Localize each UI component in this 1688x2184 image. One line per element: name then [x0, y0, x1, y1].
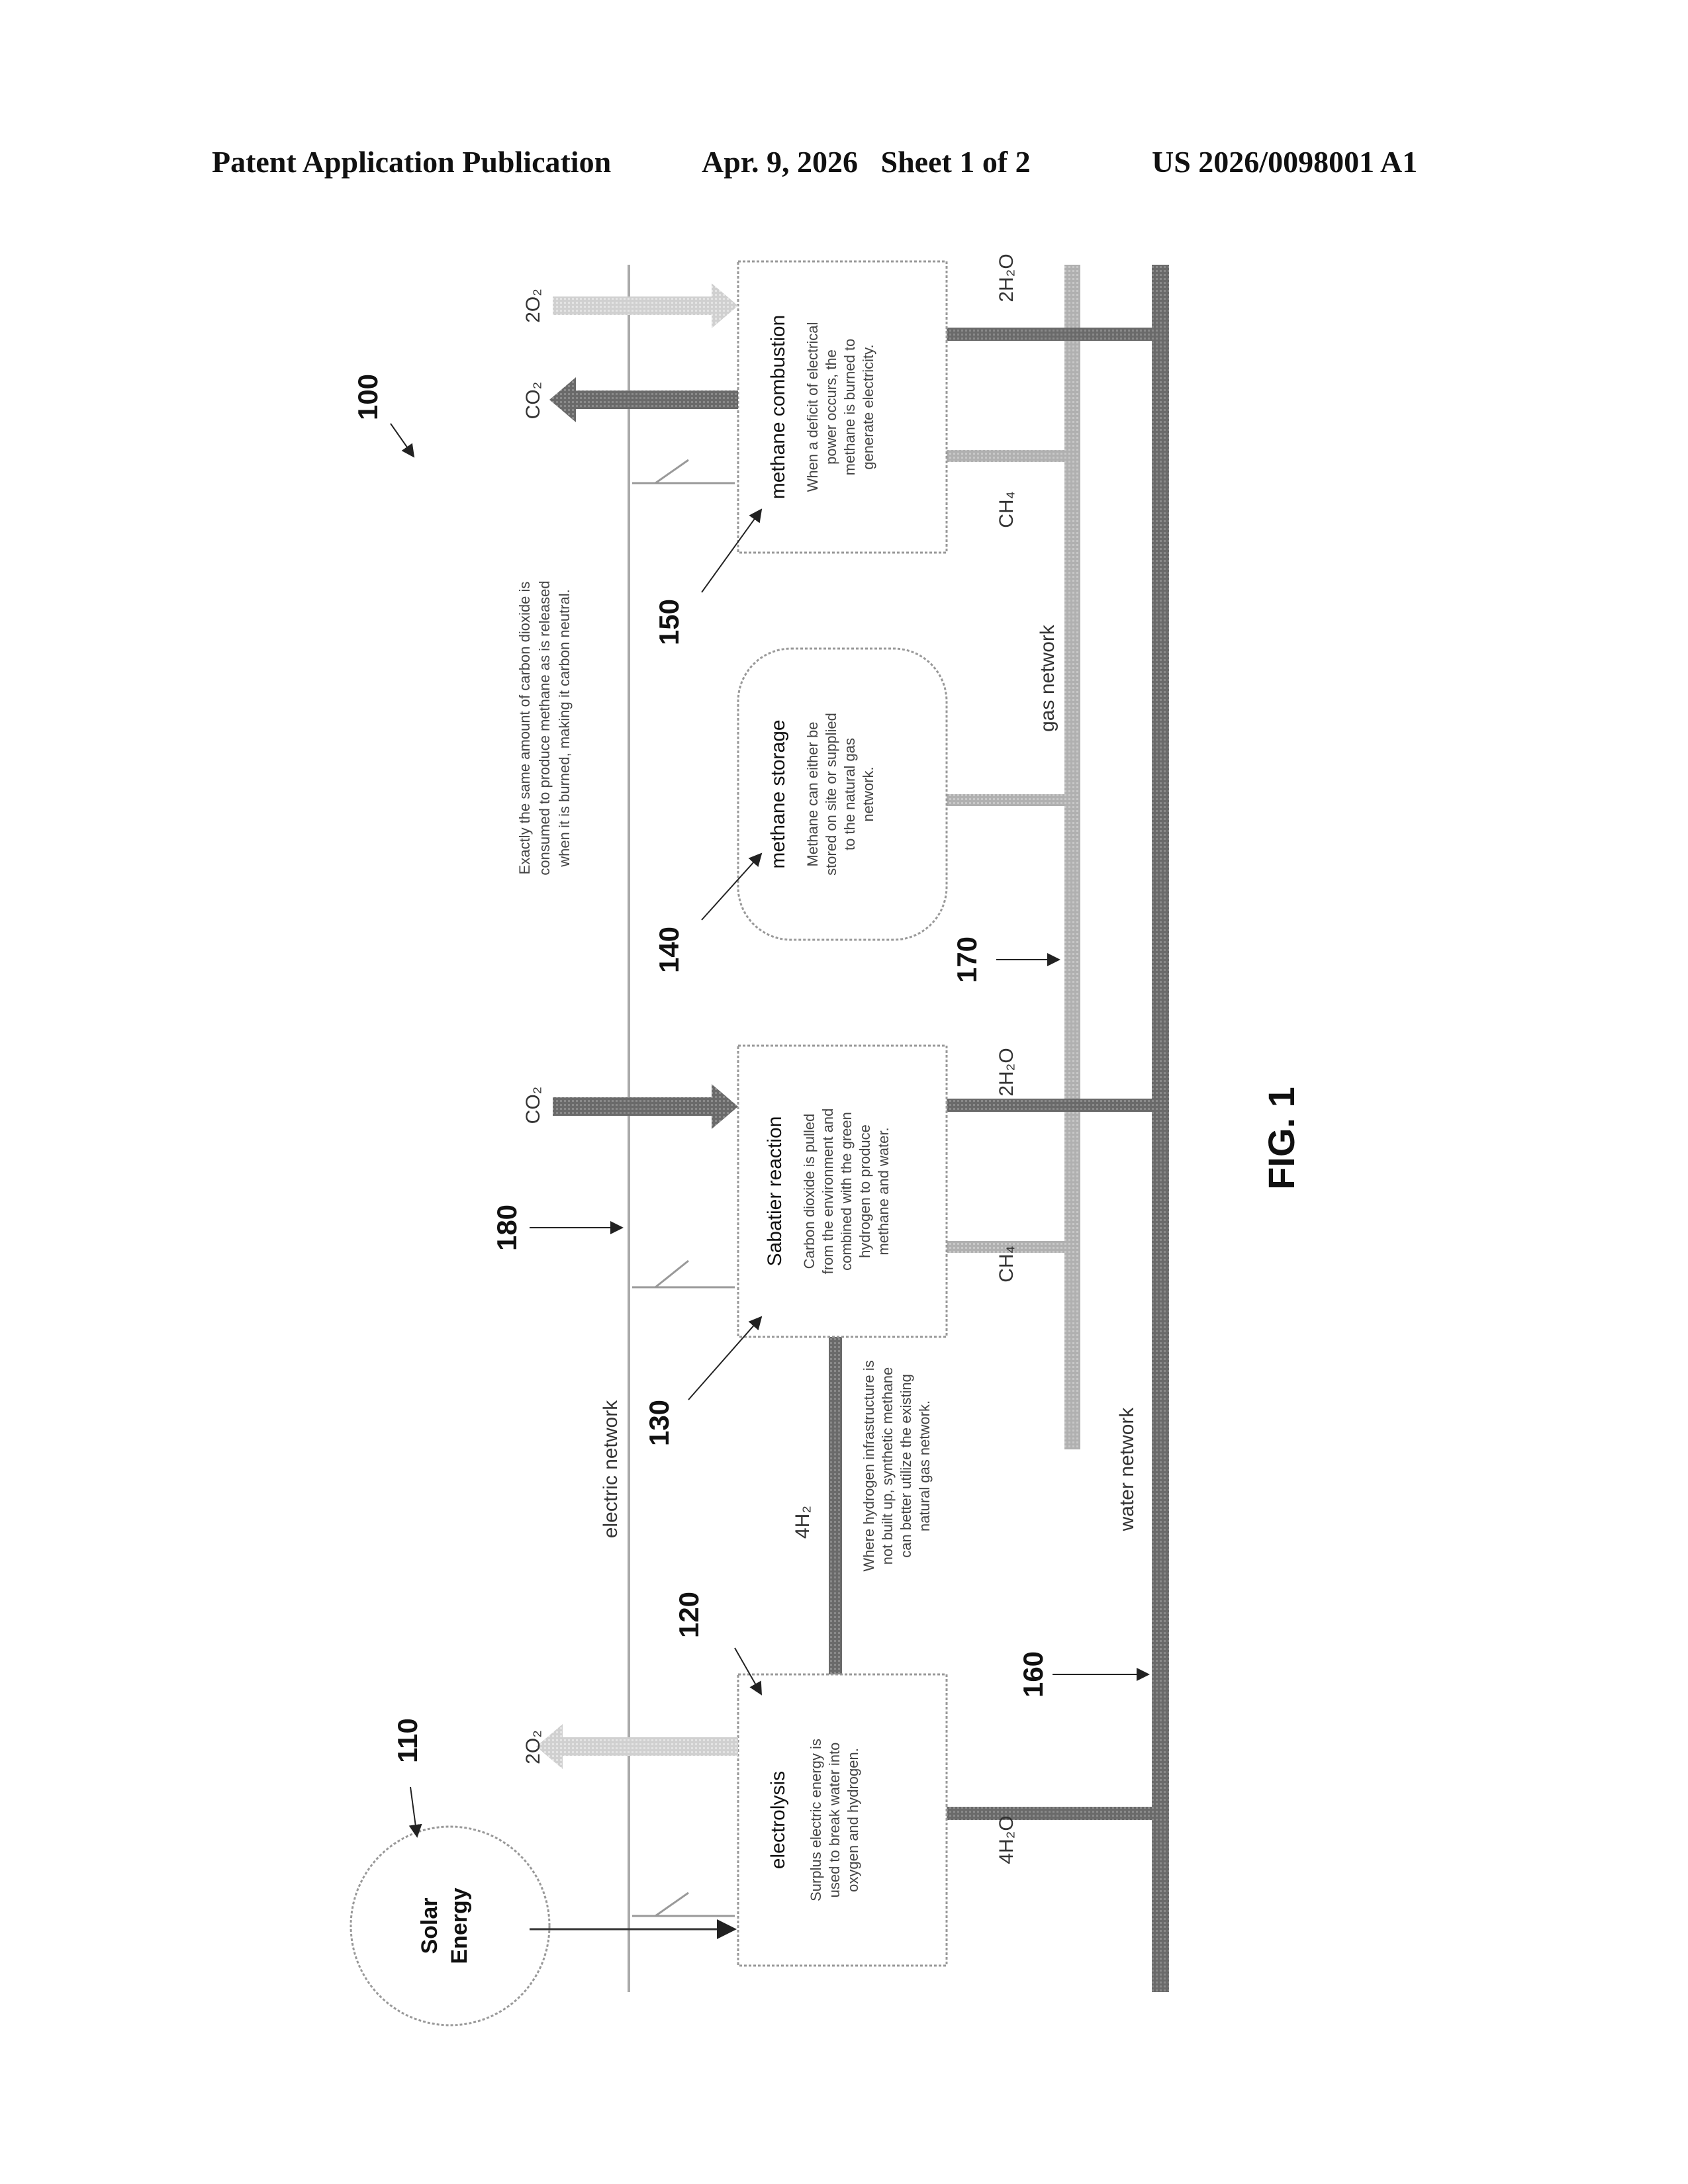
gas-network-line [1064, 265, 1080, 1449]
gas-branch-combustion [947, 450, 1066, 462]
electrolysis-desc-1: Surplus electric energy is [808, 1739, 824, 1901]
ref-120: 120 [673, 1592, 704, 1638]
figure-caption: FIG. 1 [1260, 1087, 1302, 1190]
gas-network-label: gas network [1037, 624, 1058, 732]
chem-co2-combustion: CO₂ [522, 382, 544, 420]
hydrogen-note-3: can better utilize the existing [898, 1374, 914, 1558]
storage-desc-3: to the natural gas [841, 738, 858, 850]
chem-h2o-sabatier: 2H₂O [996, 1048, 1017, 1096]
solar-label-line1: Solar [417, 1897, 442, 1954]
chem-o2-combustion: 2O₂ [522, 289, 544, 323]
ref-150: 150 [653, 599, 684, 645]
chem-h2o-electrolysis: 4H₂O [996, 1815, 1017, 1864]
electrolysis-title: electrolysis [767, 1771, 789, 1869]
storage-desc-4: network. [860, 766, 876, 821]
hydrogen-pipe [829, 1337, 842, 1674]
electric-network-label: electric network [600, 1400, 622, 1538]
carbon-note-2: consumed to produce methane as is releas… [536, 580, 553, 875]
ref-170: 170 [951, 936, 982, 983]
sabatier-desc-3: combined with the green [838, 1112, 855, 1271]
chem-ch4-combustion: CH₄ [996, 491, 1017, 528]
ref-leader-100 [391, 424, 414, 457]
ref-140: 140 [653, 927, 684, 973]
ref-110: 110 [392, 1718, 423, 1763]
hydrogen-note-1: Where hydrogen infrastructure is [861, 1360, 877, 1571]
storage-desc-1: Methane can either be [804, 722, 821, 867]
sabatier-desc-1: Carbon dioxide is pulled [801, 1114, 818, 1269]
combustion-title: methane combustion [767, 315, 789, 500]
o2-arrow-combustion [553, 283, 738, 328]
ref-leader-110 [410, 1787, 417, 1837]
carbon-note-3: when it is burned, making it carbon neut… [556, 589, 573, 867]
electrolysis-desc-2: used to break water into [826, 1743, 843, 1898]
ref-130: 130 [643, 1400, 675, 1446]
chem-h2: 4H₂ [792, 1506, 814, 1539]
combustion-desc-2: power occurs, the [823, 349, 839, 465]
ref-160: 160 [1017, 1651, 1049, 1698]
storage-title: methane storage [767, 719, 789, 868]
hydrogen-note-2: not built up, synthetic methane [879, 1367, 896, 1565]
co2-arrow-sabatier [553, 1084, 738, 1129]
co2-arrow-combustion [549, 377, 738, 422]
storage-desc-2: stored on site or supplied [823, 713, 839, 876]
combustion-desc-3: methane is burned to [841, 339, 858, 476]
chem-ch4-sabatier: CH₄ [996, 1246, 1017, 1283]
ref-180: 180 [491, 1205, 522, 1251]
ref-100: 100 [352, 374, 383, 420]
chem-o2-electrolysis: 2O₂ [522, 1730, 544, 1764]
combustion-desc-1: When a deficit of electrical [804, 322, 821, 492]
chem-co2-sabatier: CO₂ [522, 1087, 544, 1124]
switch-sabatier [632, 1261, 735, 1287]
switch-electrolysis [632, 1893, 735, 1916]
sabatier-desc-4: hydrogen to produce [857, 1124, 873, 1258]
carbon-note-1: Exactly the same amount of carbon dioxid… [516, 582, 533, 875]
sabatier-desc-2: from the environment and [820, 1109, 836, 1275]
switch-combustion [632, 460, 735, 483]
sabatier-title: Sabatier reaction [764, 1116, 786, 1267]
o2-arrow-electrolysis [536, 1724, 738, 1769]
solar-label-line2: Energy [447, 1888, 472, 1964]
ref-leader-130 [688, 1317, 761, 1400]
chem-h2o-combustion: 2H₂O [996, 253, 1017, 302]
water-branch-sabatier [947, 1099, 1152, 1112]
electrolysis-desc-3: oxygen and hydrogen. [845, 1748, 861, 1892]
sabatier-desc-5: methane and water. [875, 1127, 892, 1255]
gas-branch-storage [947, 794, 1066, 806]
combustion-desc-4: generate electricity. [860, 344, 876, 469]
water-network-line [1152, 265, 1169, 1992]
hydrogen-note-4: natural gas network. [916, 1400, 933, 1531]
water-branch-combustion [947, 328, 1152, 341]
water-branch-electrolysis [947, 1807, 1152, 1820]
water-network-label: water network [1116, 1407, 1138, 1532]
